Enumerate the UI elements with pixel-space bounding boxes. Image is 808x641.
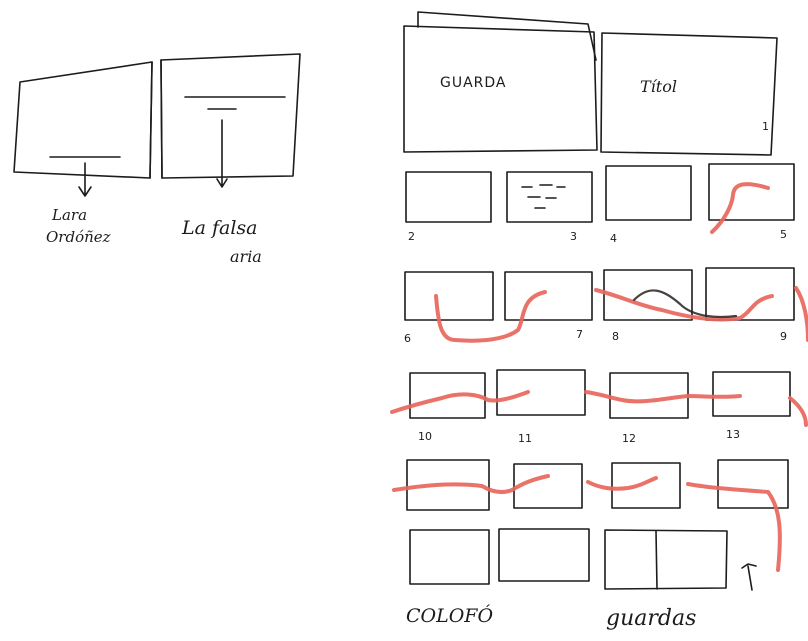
author-name-line-2: Ordóñez: [46, 228, 111, 246]
guarda-label: GUARDA: [440, 75, 507, 91]
book-title-line-1: La falsa: [181, 217, 258, 239]
thread-row-5: [394, 476, 780, 570]
page-7-thumbnail: [505, 272, 592, 320]
page-5-thumbnail: [709, 164, 794, 220]
page-4-thumbnail: [606, 166, 691, 220]
page-17-thumbnail: [718, 460, 788, 508]
thread-row-3-shadow: [634, 290, 736, 317]
spine-line-2: [161, 60, 162, 178]
spread-row-4: 10 11 12 13: [410, 370, 790, 445]
titol-page-number: 1: [762, 120, 769, 133]
thread-row-4: [392, 392, 806, 425]
spine-line: [150, 62, 152, 178]
colofo-label: COLOFÓ: [406, 604, 493, 627]
page-11-thumbnail: [497, 370, 585, 415]
page-number: 12: [622, 432, 636, 445]
front-cover-panel: [161, 54, 300, 178]
page-number: 8: [612, 330, 619, 343]
page-16-thumbnail: [612, 463, 680, 508]
page-15-thumbnail: [514, 464, 582, 508]
page-number: 11: [518, 432, 532, 445]
page-number: 9: [780, 330, 787, 343]
page-6-thumbnail: [405, 272, 493, 320]
author-arrow-icon: [79, 163, 91, 196]
cover-diagram: Lara Ordóñez La falsa aria: [14, 54, 300, 266]
page-number: 6: [404, 332, 411, 345]
colofo-page: [410, 530, 489, 584]
page-number: 3: [570, 230, 577, 243]
titol-page: [601, 33, 777, 155]
book-title-line-2: aria: [230, 247, 262, 266]
page-3-thumbnail: [507, 172, 592, 222]
page-2-thumbnail: [406, 172, 491, 222]
titol-label: Títol: [640, 77, 677, 96]
spread-row-3: 6 7 8 9: [404, 268, 794, 345]
guardas-fold-line: [656, 531, 657, 589]
spread-row-bottom: COLOFÓ guardas: [406, 529, 756, 631]
guardas-spread: [605, 530, 727, 589]
guarda-flap: [418, 12, 596, 60]
thread-row-2: [712, 184, 768, 232]
page-number: 7: [576, 328, 583, 341]
spread-row-2: 2 3 4 5: [406, 164, 794, 245]
page-number: 10: [418, 430, 432, 443]
back-cover-panel: [14, 62, 152, 178]
page-number: 13: [726, 428, 740, 441]
hatched-page: [499, 529, 589, 581]
page-number: 5: [780, 228, 787, 241]
page-13-thumbnail: [713, 372, 790, 416]
page-number: 4: [610, 232, 617, 245]
page-number: 2: [408, 230, 415, 243]
author-name-line-1: Lara: [51, 206, 87, 224]
thread-row-3: [436, 288, 808, 341]
guardas-label: guardas: [606, 606, 696, 631]
text-lines-icon: [522, 185, 565, 208]
spread-row-top: GUARDA Títol 1: [404, 12, 777, 155]
up-arrow-icon: [742, 564, 756, 590]
sewing-thread: [392, 184, 808, 570]
